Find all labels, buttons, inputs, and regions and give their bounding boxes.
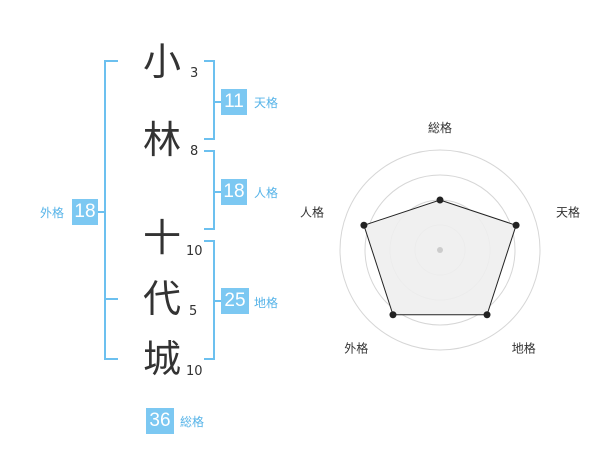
- name-char-3: 十: [142, 216, 181, 260]
- chikaku-bracket-bottom: [204, 358, 215, 360]
- radar-axis-label-5: 人格: [300, 204, 324, 219]
- gaikaku-bracket-mid: [104, 298, 118, 300]
- radar-axis-label-2: 天格: [556, 204, 580, 219]
- chikaku-value: 25: [221, 288, 249, 314]
- gaikaku-bracket-bottom: [104, 358, 118, 360]
- radar-point-2: [512, 221, 520, 229]
- tenkaku-bracket-bottom: [204, 138, 215, 140]
- name-char-5: 城: [142, 337, 181, 381]
- jinkaku-bracket-top: [204, 150, 215, 152]
- radar-point-3: [483, 311, 491, 319]
- tenkaku-connector: [215, 101, 221, 103]
- radar-center-dot: [437, 247, 443, 253]
- stroke-count-3: 10: [186, 244, 203, 259]
- soukaku-label: 総格: [180, 415, 205, 429]
- jinkaku-connector: [215, 191, 221, 193]
- gaikaku-bracket-top: [104, 60, 118, 62]
- tenkaku-bracket-vertical: [213, 60, 215, 140]
- stroke-count-5: 10: [186, 364, 203, 379]
- radar-point-4: [389, 311, 397, 319]
- gaikaku-connector: [98, 211, 104, 213]
- jinkaku-label: 人格: [254, 186, 279, 200]
- tenkaku-value: 11: [221, 89, 247, 115]
- gaikaku-value: 18: [72, 199, 98, 225]
- radar-point-5: [360, 221, 368, 229]
- name-char-4: 代: [142, 277, 181, 321]
- stroke-count-1: 3: [190, 66, 199, 81]
- radar-axis-label-1: 総格: [428, 120, 452, 135]
- chikaku-connector: [215, 300, 221, 302]
- radar-axis-label-3: 地格: [512, 341, 536, 356]
- name-char-1: 小: [142, 40, 181, 84]
- radar-ring: [364, 174, 516, 326]
- tenkaku-label: 天格: [254, 96, 279, 110]
- jinkaku-bracket-vertical: [213, 150, 215, 230]
- radar-point-1: [436, 196, 444, 204]
- stroke-count-4: 5: [189, 304, 198, 319]
- stroke-count-2: 8: [190, 144, 199, 159]
- radar-points: [360, 196, 520, 319]
- chikaku-bracket-vertical: [213, 240, 215, 360]
- radar-polygon: [363, 199, 517, 316]
- soukaku-value: 36: [146, 408, 174, 434]
- gaikaku-bracket-vertical: [104, 60, 106, 360]
- jinkaku-bracket-bottom: [204, 228, 215, 230]
- chikaku-label: 地格: [254, 296, 279, 310]
- radar-ring: [339, 149, 541, 351]
- chikaku-bracket-top: [204, 240, 215, 242]
- jinkaku-value: 18: [221, 179, 247, 205]
- tenkaku-bracket-top: [204, 60, 215, 62]
- name-char-2: 林: [142, 118, 181, 162]
- gaikaku-label: 外格: [40, 206, 65, 220]
- radar-axis-label-4: 外格: [344, 341, 368, 356]
